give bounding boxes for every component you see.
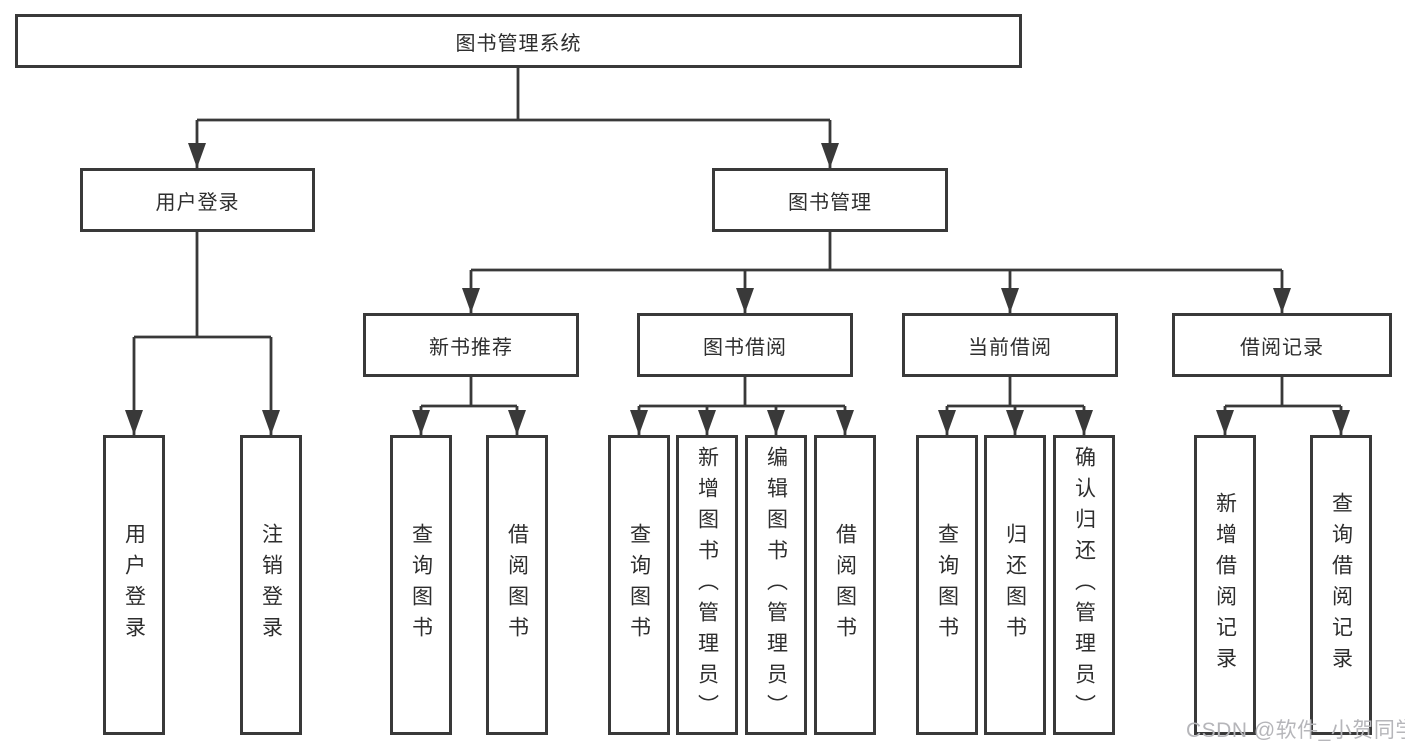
node-user-login: 用户登录 bbox=[80, 168, 315, 232]
leaf-current-return-books: 归还图书 bbox=[984, 435, 1046, 735]
leaf-records-query-borrow-record: 查询借阅记录 bbox=[1310, 435, 1372, 735]
leaf-borrowing-add-books-admin: 新增图书（管理员） bbox=[676, 435, 738, 735]
leaf-current-query-books: 查询图书 bbox=[916, 435, 978, 735]
node-borrowing-records: 借阅记录 bbox=[1172, 313, 1392, 377]
node-current-borrowing: 当前借阅 bbox=[902, 313, 1118, 377]
csdn-watermark: CSDN @软件_小贺同学 bbox=[1186, 719, 1405, 742]
leaf-newbooks-query-books: 查询图书 bbox=[390, 435, 452, 735]
node-library-management-system: 图书管理系统 bbox=[15, 14, 1022, 68]
leaf-current-confirm-return-admin: 确认归还（管理员） bbox=[1053, 435, 1115, 735]
leaf-logout-login: 注销登录 bbox=[240, 435, 302, 735]
leaf-borrowing-edit-books-admin: 编辑图书（管理员） bbox=[745, 435, 807, 735]
node-book-borrowing: 图书借阅 bbox=[637, 313, 853, 377]
leaf-records-add-borrow-record: 新增借阅记录 bbox=[1194, 435, 1256, 735]
node-new-book-recommend: 新书推荐 bbox=[363, 313, 579, 377]
arrowhead-icons bbox=[125, 143, 1350, 435]
node-book-management: 图书管理 bbox=[712, 168, 948, 232]
leaf-newbooks-borrow-books: 借阅图书 bbox=[486, 435, 548, 735]
leaf-borrowing-borrow-books: 借阅图书 bbox=[814, 435, 876, 735]
leaf-borrowing-query-books: 查询图书 bbox=[608, 435, 670, 735]
leaf-user-login: 用户登录 bbox=[103, 435, 165, 735]
